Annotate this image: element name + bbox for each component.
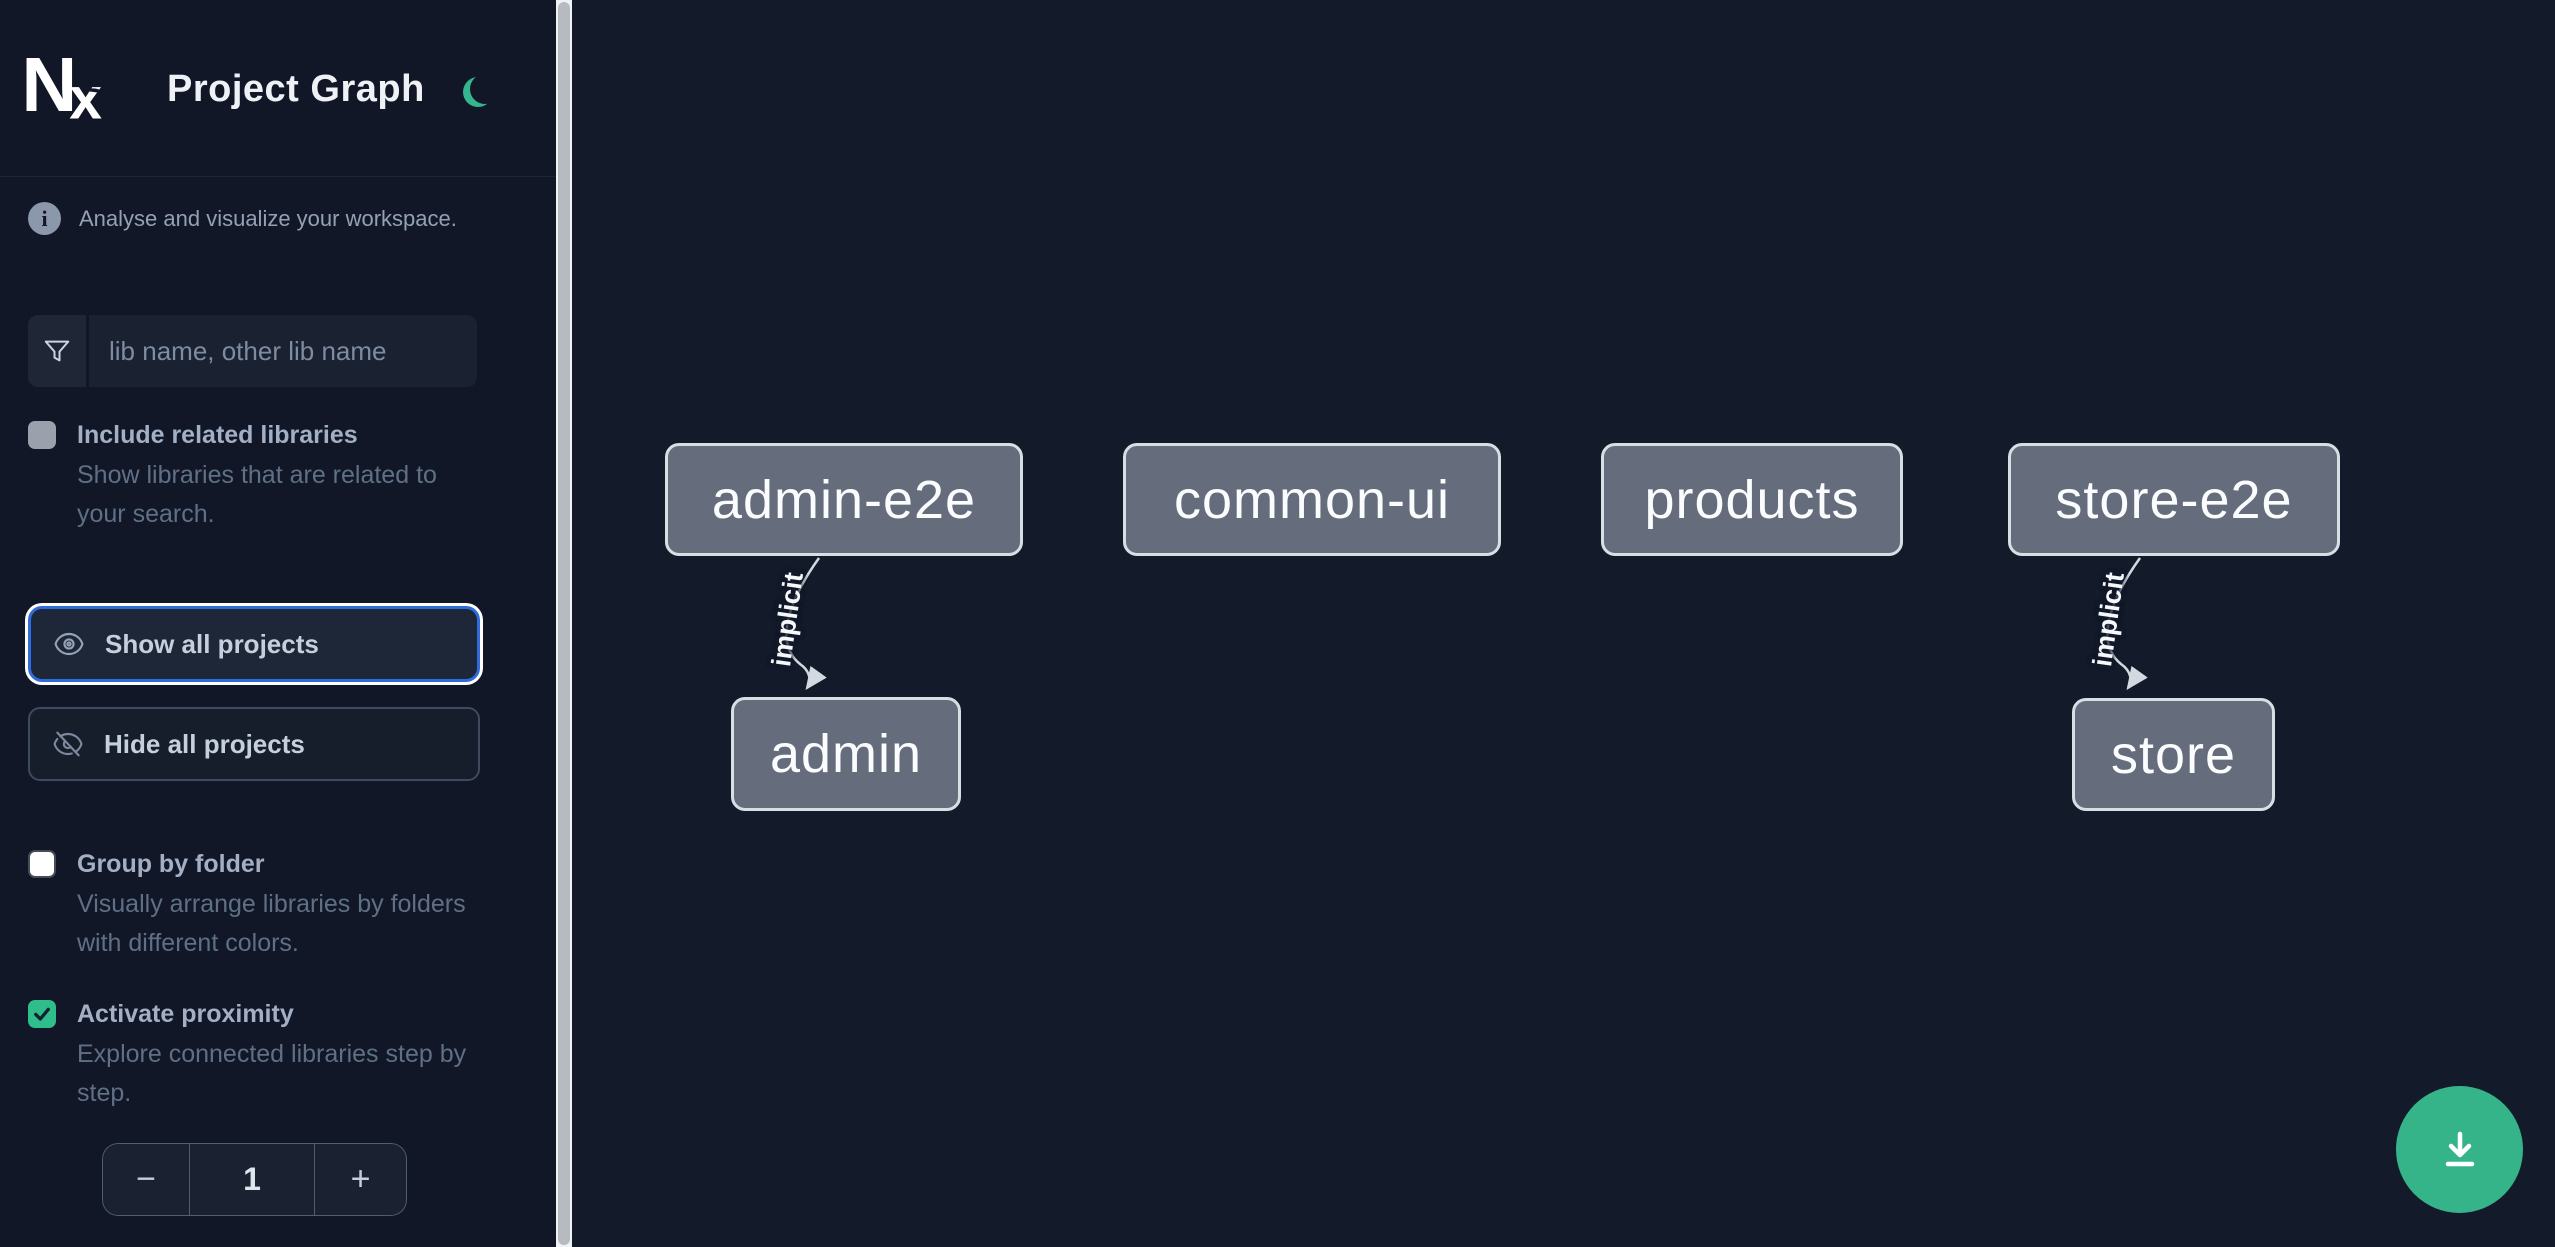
stepper-increment-button[interactable]: + [315,1143,407,1216]
proximity-stepper: − 1 + [102,1143,407,1216]
sidebar-header: N x Project Graph [0,0,556,177]
node-admin[interactable]: admin [731,697,961,811]
activate-proximity-checkbox[interactable] [28,1000,56,1028]
activate-proximity-description: Explore connected libraries step by step… [77,1040,467,1107]
hide-all-projects-label: Hide all projects [104,728,305,759]
check-icon [34,1007,50,1021]
sidebar: N x Project Graph i Analyse and visualiz… [0,0,556,1247]
option-include-related: Include related libraries Show libraries… [28,420,528,534]
include-related-description: Show libraries that are related to your … [77,461,437,528]
node-common-ui[interactable]: common-ui [1123,443,1501,556]
group-by-folder-description: Visually arrange libraries by folders wi… [77,890,466,957]
theme-toggle-button[interactable] [468,72,506,110]
show-all-projects-label: Show all projects [105,628,319,659]
node-admin-e2e[interactable]: admin-e2e [665,443,1023,556]
download-icon [2445,1131,2474,1166]
option-activate-proximity: Activate proximity Explore connected lib… [28,999,528,1113]
filter-box [28,315,477,387]
funnel-icon [28,315,86,387]
nx-logo-icon: N x [25,52,103,122]
sidebar-scrollbar-thumb[interactable] [558,2,570,1245]
eye-icon [54,632,84,656]
stepper-value: 1 [189,1143,315,1216]
page-title: Project Graph [167,68,425,110]
tagline: Analyse and visualize your workspace. [79,205,457,231]
svg-text:N: N [25,52,74,122]
show-all-projects-button[interactable]: Show all projects [28,606,480,682]
stepper-decrement-button[interactable]: − [102,1143,189,1216]
svg-text:x: x [69,66,102,122]
moon-icon [470,74,500,104]
eye-slash-icon [53,731,83,757]
search-input[interactable] [89,315,477,387]
node-products[interactable]: products [1601,443,1903,556]
workspace-info: i Analyse and visualize your workspace. [28,202,528,235]
node-store-e2e[interactable]: store-e2e [2008,443,2340,556]
hide-all-projects-button[interactable]: Hide all projects [28,707,480,781]
graph-canvas[interactable] [572,0,2555,1247]
node-store[interactable]: store [2072,698,2275,811]
include-related-checkbox[interactable] [28,421,56,449]
activate-proximity-label: Activate proximity [77,1000,294,1028]
info-icon: i [28,202,61,235]
group-by-folder-checkbox[interactable] [28,850,56,878]
download-graph-button[interactable] [2396,1086,2523,1213]
option-group-by-folder: Group by folder Visually arrange librari… [28,849,528,963]
group-by-folder-label: Group by folder [77,850,265,878]
include-related-label: Include related libraries [77,421,358,449]
